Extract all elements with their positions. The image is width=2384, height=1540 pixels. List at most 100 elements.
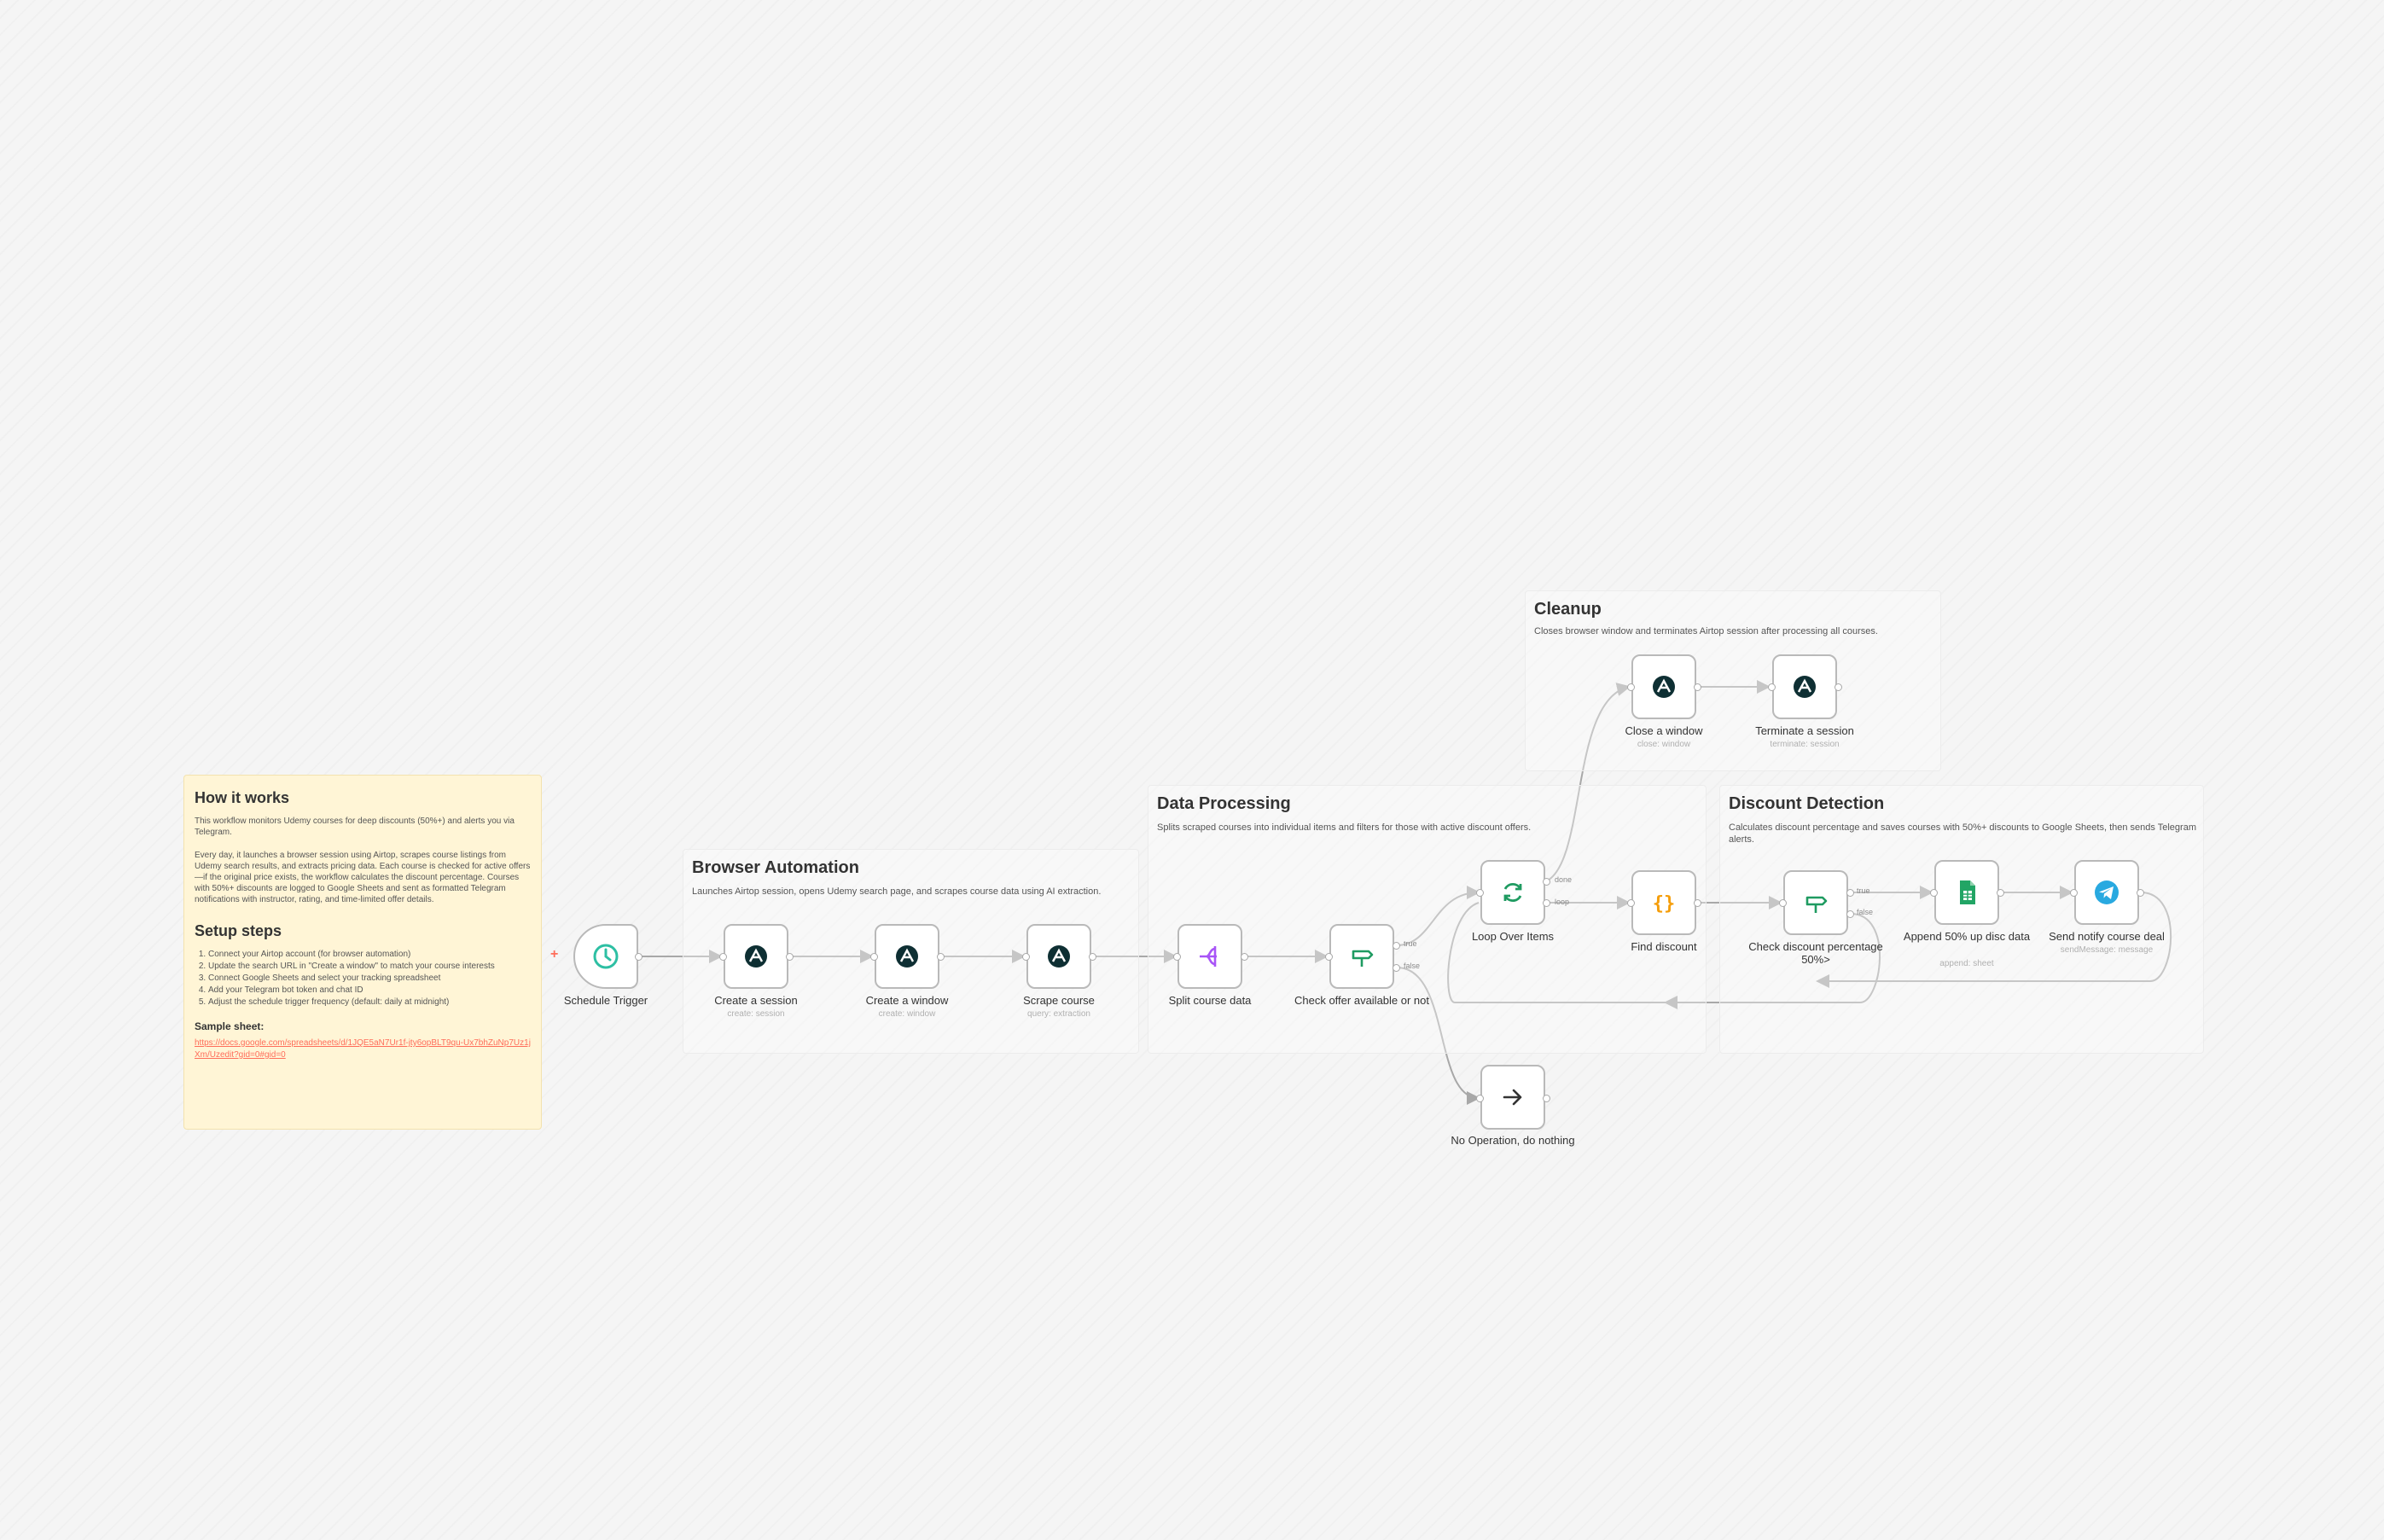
sample-sheet-link[interactable]: https://docs.google.com/spreadsheets/d/1… [195,1038,531,1060]
append-sheet-node[interactable] [1934,860,1999,925]
branch-label-true: true [1404,939,1417,948]
create-window-node[interactable] [875,924,939,989]
svg-text:{}: {} [1653,893,1676,915]
input-port[interactable] [1930,889,1938,897]
node-subtitle: append: sheet [1939,959,1994,968]
terminate-session-node[interactable] [1772,654,1837,719]
note-description: Every day, it launches a browser session… [195,851,531,904]
sheets-icon [1960,880,1975,904]
false-output-port[interactable] [1846,910,1854,918]
airtop-icon [745,945,767,968]
node-label: Split course data [1168,994,1252,1007]
input-port[interactable] [1325,953,1333,961]
output-port[interactable] [1835,683,1842,691]
branch-label-false: false [1404,962,1421,970]
input-port[interactable] [1779,899,1787,907]
output-port[interactable] [1241,953,1248,961]
setup-step: Update the search URL in "Create a windo… [208,961,531,973]
group-description: Splits scraped courses into individual i… [1157,822,1532,833]
branch-label-loop: loop [1555,898,1570,906]
done-output-port[interactable] [1543,878,1550,886]
airtop-icon [1794,676,1816,698]
input-port[interactable] [1768,683,1776,691]
add-trigger-icon[interactable]: + [550,947,559,962]
group-title: Discount Detection [1729,794,1885,813]
node-label: Send notify course deal [2049,930,2165,943]
check-offer-node[interactable] [1329,924,1394,989]
if-icon [1805,896,1828,913]
false-output-port[interactable] [1393,964,1400,972]
input-port[interactable] [870,953,878,961]
how-it-works-note[interactable]: How it works This workflow monitors Udem… [183,775,542,1130]
arrow-right-icon [1503,1089,1522,1106]
close-window-node[interactable] [1631,654,1696,719]
node-label: Loop Over Items [1471,930,1555,943]
sample-sheet-label: Sample sheet: [195,1020,265,1032]
node-label: Create a window [865,994,949,1007]
output-port[interactable] [786,953,794,961]
node-subtitle: create: session [727,1009,785,1019]
node-label: Append 50% up disc data [1903,930,2031,943]
loop-icon [1503,883,1522,902]
node-subtitle: create: window [878,1009,936,1019]
group-cleanup[interactable]: Cleanup Closes browser window and termin… [1525,590,1941,771]
node-label: Check discount percentage 50%> [1748,940,1883,966]
if-icon [1352,950,1374,967]
create-session-node[interactable] [724,924,788,989]
node-subtitle: query: extraction [1027,1009,1090,1019]
setup-step: Adjust the schedule trigger frequency (d… [208,997,531,1008]
note-title: How it works [195,789,290,806]
setup-steps: Connect your Airtop account (for browser… [195,949,531,1008]
input-port[interactable] [1627,683,1635,691]
output-port[interactable] [2137,889,2144,897]
output-port[interactable] [1694,899,1701,907]
note-intro: This workflow monitors Udemy courses for… [195,816,515,837]
loop-over-items-node[interactable] [1480,860,1545,925]
telegram-node[interactable] [2074,860,2139,925]
output-port[interactable] [1543,1095,1550,1102]
node-label: Check offer available or not [1294,994,1430,1007]
output-port[interactable] [1997,889,2004,897]
output-port[interactable] [635,953,643,961]
node-label: Schedule Trigger [563,994,648,1007]
group-title: Data Processing [1157,794,1291,813]
group-title: Browser Automation [692,858,859,877]
output-port[interactable] [1089,953,1096,961]
no-operation-node[interactable] [1480,1065,1545,1130]
input-port[interactable] [2070,889,2078,897]
loop-output-port[interactable] [1543,899,1550,907]
branch-label-false: false [1857,908,1874,916]
input-port[interactable] [1476,1095,1484,1102]
output-port[interactable] [1694,683,1701,691]
group-title: Cleanup [1534,600,1602,619]
setup-step: Connect Google Sheets and select your tr… [208,973,531,985]
code-icon: {} [1653,893,1676,915]
node-label: Create a session [714,994,798,1007]
input-port[interactable] [1173,953,1181,961]
branch-label-true: true [1857,886,1870,895]
node-subtitle: sendMessage: message [2060,945,2154,955]
input-port[interactable] [719,953,727,961]
true-output-port[interactable] [1393,942,1400,950]
true-output-port[interactable] [1846,889,1854,897]
schedule-trigger-node[interactable] [573,924,638,989]
node-label: Terminate a session [1755,724,1854,737]
group-data-processing[interactable]: Data Processing Splits scraped courses i… [1148,785,1707,1054]
input-port[interactable] [1627,899,1635,907]
output-port[interactable] [937,953,945,961]
setup-step: Connect your Airtop account (for browser… [208,949,531,961]
airtop-icon [896,945,918,968]
node-label: No Operation, do nothing [1451,1134,1575,1147]
input-port[interactable] [1476,889,1484,897]
node-subtitle: close: window [1637,740,1691,749]
scrape-course-node[interactable] [1026,924,1091,989]
check-discount-percentage-node[interactable] [1783,870,1848,935]
node-label: Scrape course [1023,994,1095,1007]
node-label: Close a window [1625,724,1703,737]
input-port[interactable] [1022,953,1030,961]
find-discount-node[interactable]: {} [1631,870,1696,935]
airtop-icon [1653,676,1675,698]
split-course-data-node[interactable] [1177,924,1242,989]
